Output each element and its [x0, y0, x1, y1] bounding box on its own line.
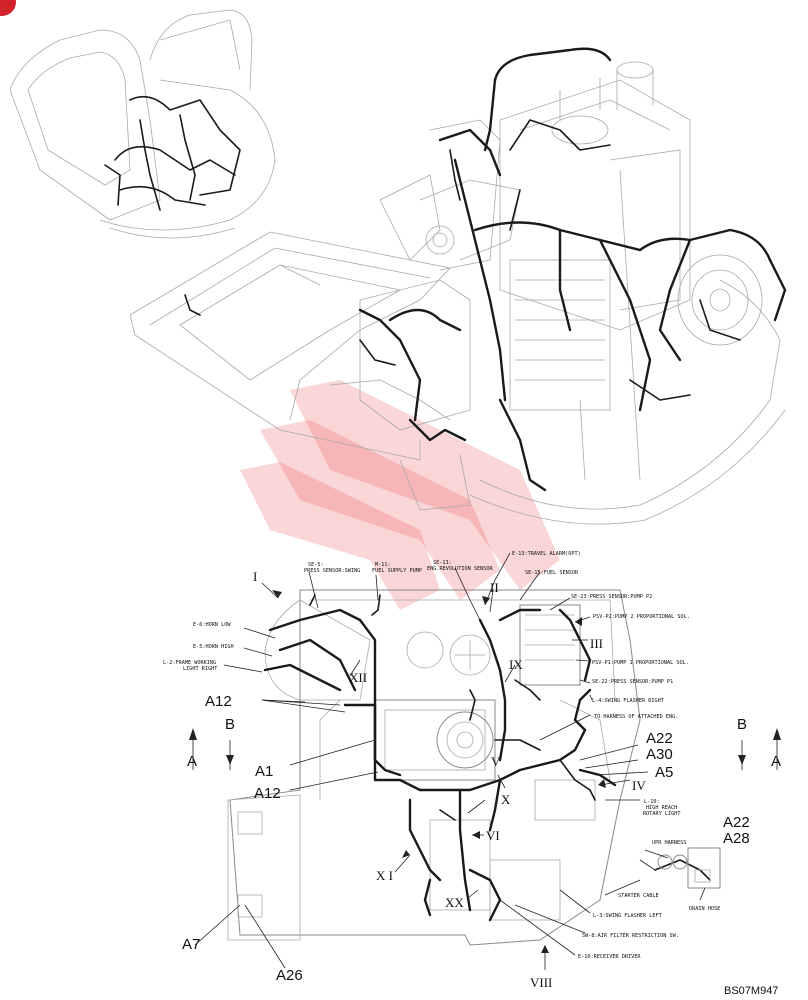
excavator-frame-3d-view — [129, 47, 787, 525]
callout-m11-desc: FUEL SUPPLY PUMP — [372, 568, 422, 574]
callout-starter-cable: STARTER CABLE — [618, 893, 659, 899]
label-a22-upper: A22 — [646, 730, 673, 747]
callout-psv-p2: PSV-P2:PUMP 2 PROPORTIONAL SOL. — [593, 614, 690, 620]
label-a1: A1 — [255, 763, 273, 780]
label-a28: A28 — [723, 830, 750, 847]
callout-l10-desc1: HIGH REACH — [646, 805, 677, 811]
label-a26: A26 — [276, 967, 303, 984]
ref-x: X — [501, 792, 511, 807]
callout-l10-desc2: ROTARY LIGHT — [643, 811, 680, 817]
ref-xx: XX — [445, 895, 464, 910]
label-a7: A7 — [182, 936, 200, 953]
callout-e5: E-5:HORN HIGH — [193, 644, 234, 650]
callout-harness-attached-eng: TO HARNESS OF ATTACHED ENG. — [594, 714, 678, 720]
watermark-logo — [240, 380, 560, 610]
section-marker-left — [189, 728, 234, 770]
callout-l2-desc: LIGHT RIGHT — [183, 666, 217, 672]
callout-l4: L-4:SWING FLASHER RIGHT — [592, 698, 664, 704]
ref-vi: VI — [486, 828, 500, 843]
section-label-b-right: B — [737, 716, 747, 733]
ref-ii: II — [490, 580, 499, 595]
leader-lines — [194, 552, 706, 970]
callout-se5-desc: PRESS SENSOR:SWING — [304, 568, 360, 574]
callout-e6: E-6:HORN LOW — [193, 622, 231, 628]
callout-m11-code: M-11: — [375, 562, 391, 568]
ref-xii: XII — [349, 670, 367, 685]
callout-sw8: SW-8:AIR FILTER RESTRICTION SW. — [582, 933, 679, 939]
label-a30: A30 — [646, 746, 673, 763]
ref-ix: IX — [509, 657, 523, 672]
component-callouts: SE-5: PRESS SENSOR:SWING M-11: FUEL SUPP… — [163, 551, 720, 960]
view-reference-numerals: I II III IV V VI VIII IX X X I XII XX — [253, 569, 646, 990]
callout-l2-code: L-2:FRAME WORKING — [163, 660, 216, 666]
label-a5: A5 — [655, 764, 673, 781]
part-labels: A12 A1 A12 A22 A30 A5 A22 A28 A7 A26 B A… — [182, 693, 781, 984]
ref-iv: IV — [632, 778, 646, 793]
ref-iii: III — [590, 636, 603, 651]
section-label-a-left: A — [187, 753, 197, 770]
callout-se13-code: SE-13: — [433, 560, 452, 566]
section-label-b-left: B — [225, 716, 235, 733]
ref-v: V — [491, 754, 501, 769]
section-marker-right — [738, 728, 781, 770]
drawing-code: BS07M947 — [724, 985, 778, 997]
callout-l10-code: L-10: — [644, 799, 660, 805]
callout-se5-code: SE-5: — [308, 562, 324, 568]
label-a12-lower: A12 — [254, 785, 281, 802]
callout-se13-desc: ENG.REVOLUTION SENSOR — [427, 566, 493, 572]
ref-viii: VIII — [530, 975, 552, 990]
cab-inset-view — [9, 9, 276, 239]
callout-se22: SE-22:PRESS SENSOR:PUMP P1 — [592, 679, 673, 685]
callout-se15: SE-15:FUEL SENSOR — [525, 570, 579, 576]
label-a22-lower: A22 — [723, 814, 750, 831]
corner-badge-icon — [0, 0, 16, 16]
callout-psv-p1: PSV-P1:PUMP 1 PROPORTIONAL SOL. — [592, 660, 689, 666]
callout-l3: L-3:SWING FLASHER LEFT — [593, 913, 662, 919]
ref-i: I — [253, 569, 257, 584]
callout-upr-harness: UPR HARNESS — [652, 840, 686, 846]
callout-se23: SE-23:PRESS SENSOR:PUMP P2 — [571, 594, 652, 600]
callout-e10: E-10:RECEIVER DRIVER — [578, 954, 641, 960]
section-label-a-right: A — [771, 753, 781, 770]
ref-xi: X I — [376, 868, 393, 883]
callout-e13: E-13:TRAVEL ALARM(OPT) — [512, 551, 581, 557]
callout-drain-hose: DRAIN HOSE — [689, 906, 720, 912]
label-a12-upper: A12 — [205, 693, 232, 710]
upper-structure-plan-view — [227, 589, 721, 946]
